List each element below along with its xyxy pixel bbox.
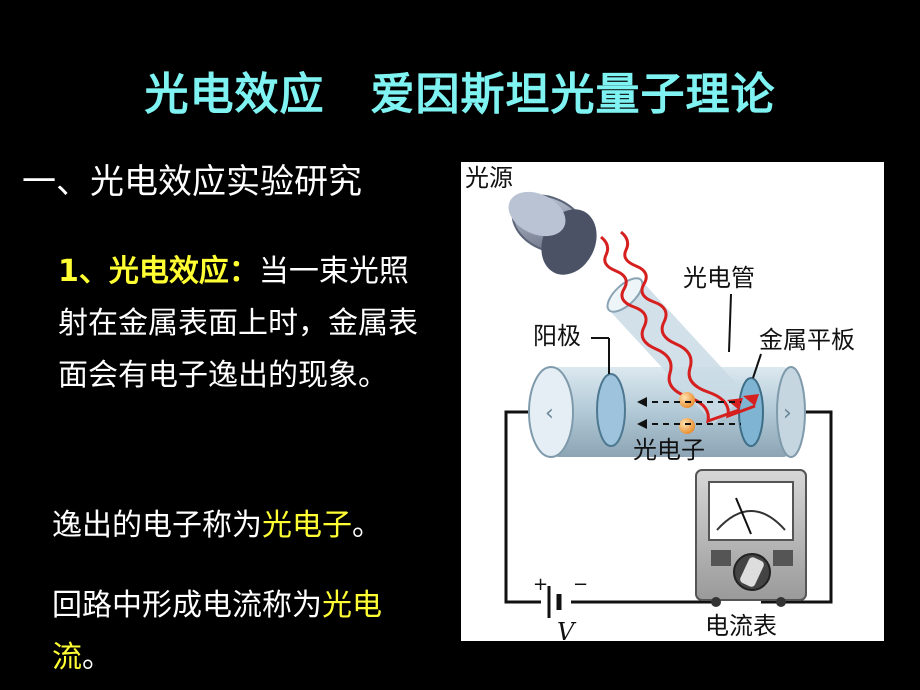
photoelectron-end: 。 (352, 508, 382, 543)
definition-term: 1、光电效应： (58, 254, 259, 289)
svg-text:›: › (783, 401, 792, 426)
title-part-1: 光电效应 (144, 69, 325, 120)
definition-paragraph: 1、光电效应：当一束光照射在金属表面上时，金属表面会有电子逸出的现象。 (58, 246, 438, 402)
page-title: 光电效应爱因斯坦光量子理论 (0, 58, 920, 122)
photoelectron-paragraph: 逸出的电子称为光电子。 (52, 500, 472, 552)
section-heading: 一、光电效应实验研究 (22, 162, 362, 202)
definition-text: 当一束光照射在金属表面上时，金属表面会有电子逸出的现象。 (58, 254, 418, 393)
photocurrent-end: 。 (82, 640, 112, 675)
photoelectron-text: 逸出的电子称为 (52, 508, 262, 543)
light-source-icon (508, 191, 597, 275)
photocurrent-paragraph: 回路中形成电流称为光电流。 (52, 580, 432, 684)
battery-icon (541, 586, 571, 618)
battery-minus-label: − (573, 574, 588, 595)
electron-paths (641, 401, 741, 425)
photocurrent-term: 光电流 (52, 588, 382, 675)
photoelectron-2 (679, 418, 695, 434)
circuit-wire-right (761, 410, 833, 604)
anode-plate (596, 373, 626, 447)
photoelectron-label: 光电子 (633, 436, 705, 464)
photoelectric-apparatus-figure: + − V ‹ › (461, 162, 884, 641)
light-rays (600, 230, 759, 424)
svg-text:‹: ‹ (545, 401, 554, 426)
anode-label: 阳极 (533, 322, 581, 350)
apparatus-diagram: + − V ‹ › (465, 164, 855, 641)
voltage-label: V (557, 618, 577, 641)
ammeter-label: 电流表 (705, 612, 777, 640)
metal-plate-label: 金属平板 (759, 326, 855, 354)
photocurrent-text: 回路中形成电流称为 (52, 588, 322, 623)
title-part-2: 爱因斯坦光量子理论 (370, 69, 776, 120)
phototube-label: 光电管 (683, 264, 755, 292)
light-source-label: 光源 (465, 164, 513, 192)
ammeter-icon (695, 469, 807, 607)
battery-plus-label: + (533, 574, 548, 595)
photoelectron-term: 光电子 (262, 508, 352, 543)
photoelectron-1 (679, 392, 695, 408)
phototube-icon: ‹ › (528, 277, 806, 458)
